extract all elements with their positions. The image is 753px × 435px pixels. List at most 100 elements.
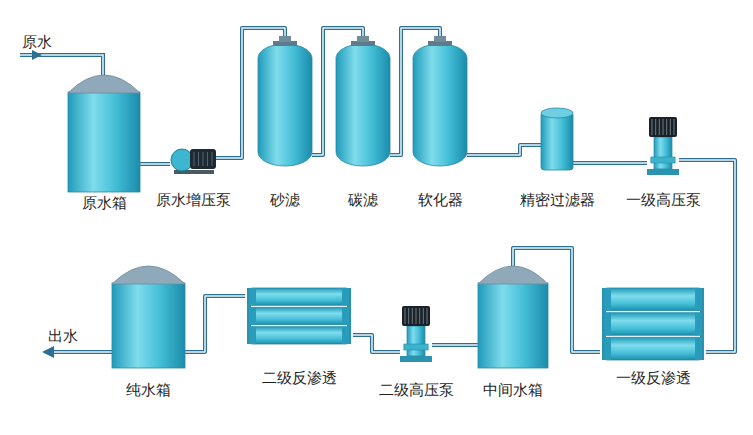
pump-motor [190,149,216,169]
tank-dome [112,266,185,284]
pump-motor [649,117,677,137]
equipment-label: 二级反渗透 [262,369,337,387]
pipe-group [573,163,647,164]
tank-dome [68,75,140,93]
tube-cap [342,288,349,305]
motor-fin [416,308,417,324]
vessel-body [258,44,312,166]
tube-cap [604,288,611,311]
tube-cap [342,327,349,344]
pipe [432,343,478,347]
tube-cap [249,307,256,324]
booster-pump: 原水增压泵 [170,146,216,174]
vessel-nozzle [434,36,446,42]
equipment-label: 精密过滤器 [520,191,595,209]
motor-fin [666,119,667,135]
pipe [353,335,400,352]
pipe [140,162,170,166]
tube-cap [342,307,349,324]
cartridge-cap [541,108,573,118]
tank-body [478,283,548,368]
vessel-nozzle [279,36,291,42]
pump-volute [171,149,193,171]
tank-body [68,92,140,192]
tube-cap [695,313,702,336]
equipment-label: 原水箱 [82,194,127,212]
membrane-tube [249,288,349,305]
outlet-arrowhead [42,346,54,358]
motor-fin [203,152,204,166]
equipment-drawing [413,36,467,166]
motor-fin [194,152,195,166]
flow-label: 原水 [22,33,52,51]
equipment-drawing [600,286,706,362]
pipe-core [467,145,541,155]
equipment-label: 中间水箱 [483,381,543,399]
motor-fin [655,119,656,135]
equipment-label: 纯水箱 [126,381,171,399]
equipment-drawing [478,266,548,368]
reverse-osmosis-unit: 二级反渗透 [245,286,353,346]
vessel-body [336,44,390,166]
pump-flange [651,157,675,163]
motor-fin [198,152,199,166]
equipment-label: 一级高压泵 [626,191,701,209]
equipment-drawing [400,306,432,362]
motor-fin [659,119,660,135]
equipment-drawing [647,117,679,175]
pump-flange [404,344,428,350]
pipe-group [353,335,400,352]
pipe-core [140,163,170,165]
sand-filter: 砂滤 [258,36,312,166]
pipe [467,145,541,155]
high-pressure-pump: 二级高压泵 [400,306,432,362]
raw-water-tank: 原水箱 [68,75,140,192]
outlet-pipe [46,350,112,354]
motor-fin [212,152,213,166]
pipe-core [353,335,400,352]
pipe-group [140,164,170,165]
tank-dome [478,266,548,284]
pipe-group [467,145,541,155]
tube-cap [249,288,256,305]
softener: 软化器 [413,36,467,166]
equipment-drawing [68,75,140,192]
motor-fin [670,119,671,135]
pump-base [400,356,432,362]
tube-cap [604,313,611,336]
tube-cap [604,337,611,360]
equipment-drawing [112,266,185,368]
motor-fin [674,119,675,135]
pipe-group [432,345,478,346]
pure-water-tank: 纯水箱 [112,266,185,368]
equipment-label: 软化器 [418,191,463,209]
pump-base [647,169,679,175]
cartridge-body [541,112,573,170]
high-pressure-pump: 一级高压泵 [647,117,679,175]
motor-fin [405,308,406,324]
carbon-filter: 碳滤 [336,36,390,166]
equipment-label: 砂滤 [270,191,300,209]
equipment-label: 一级反渗透 [616,369,691,387]
membrane-tube [249,307,349,324]
motor-fin [408,308,409,324]
membrane-tube [604,313,702,336]
inlet-arrowhead [32,50,42,60]
pipe [573,161,647,165]
tube-cap [695,337,702,360]
motor-fin [652,119,653,135]
tube-cap [249,327,256,344]
pipe-group [185,296,245,352]
equipment-drawing [170,146,216,174]
motor-fin [419,308,420,324]
equipment-drawing [258,36,312,166]
equipment-label: 二级高压泵 [379,381,454,399]
precision-filter: 精密过滤器 [541,108,573,170]
tube-cap [695,288,702,311]
reverse-osmosis-unit: 一级反渗透 [600,286,706,362]
equipment-label: 原水增压泵 [156,191,231,209]
motor-fin [427,308,428,324]
vessel-nozzle [357,36,369,42]
